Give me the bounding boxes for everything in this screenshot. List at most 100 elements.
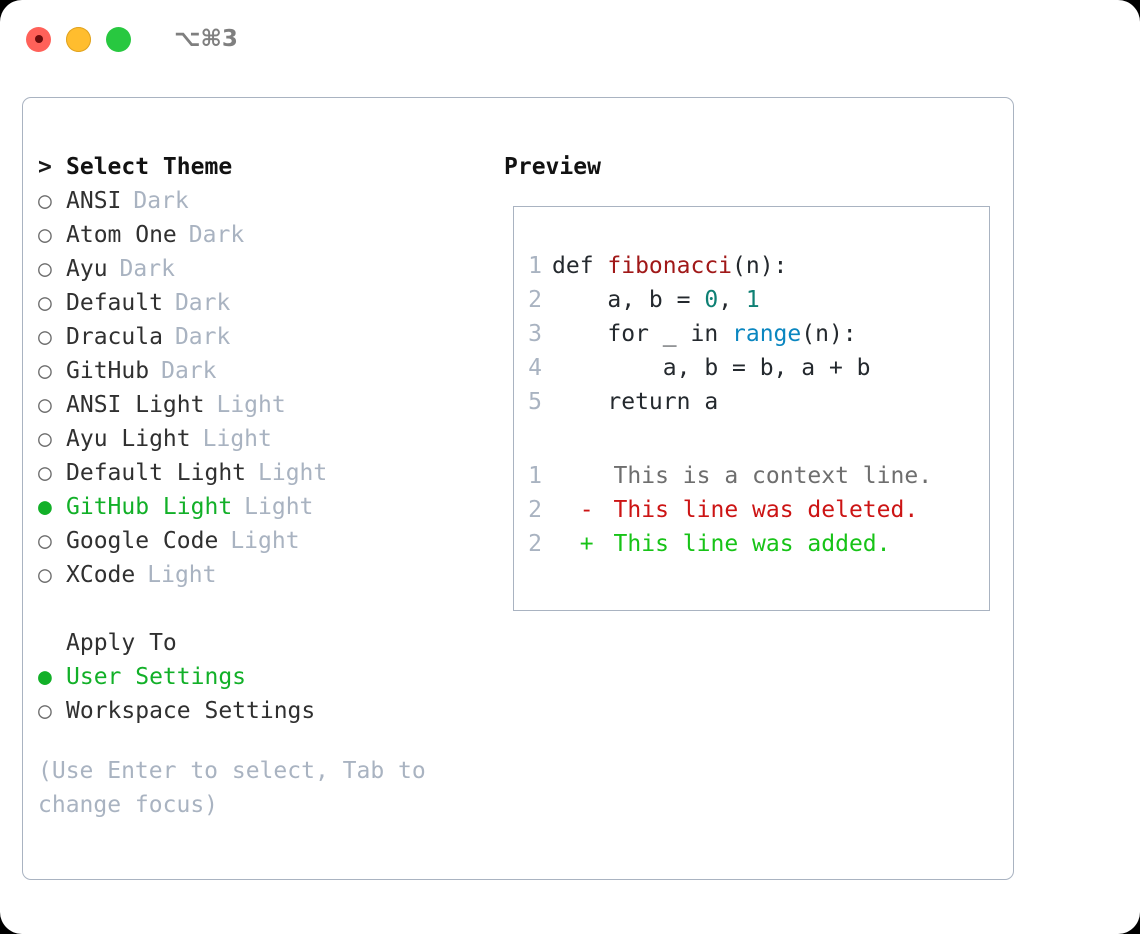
theme-name: Ayu Light <box>66 426 191 452</box>
close-window-button[interactable] <box>26 26 51 52</box>
apply-to-option-label: Workspace Settings <box>66 698 316 724</box>
diff-gutter-pad <box>552 493 580 527</box>
minimize-window-button[interactable] <box>66 26 91 52</box>
code-token: return a <box>607 389 719 415</box>
diff-line-text: This line was deleted. <box>599 497 919 523</box>
code-token: fibonacci <box>607 253 733 279</box>
radio-unselected-icon[interactable]: ○ <box>38 562 52 588</box>
theme-variant-tag: Dark <box>174 324 231 350</box>
apply-to-option[interactable]: ● User Settings <box>38 660 501 694</box>
code-token: (n): <box>732 253 788 279</box>
theme-list-item[interactable]: ○ Google Code Light <box>38 524 501 558</box>
radio-unselected-icon[interactable]: ○ <box>38 392 52 418</box>
theme-name: GitHub Light <box>66 494 233 520</box>
code-line-number: 5 <box>528 389 542 415</box>
diff-line: 1 This is a context line. <box>514 459 989 493</box>
code-diff-spacer <box>514 419 989 459</box>
radio-unselected-icon[interactable]: ○ <box>38 256 52 282</box>
code-line: 3 for _ in range(n): <box>514 317 989 351</box>
maximize-window-button[interactable] <box>106 26 131 52</box>
code-line: 5 return a <box>514 385 989 419</box>
theme-variant-tag: Light <box>258 460 328 486</box>
diff-line-number: 1 <box>528 463 542 489</box>
diff-gutter-pad <box>552 527 580 561</box>
diff-line-number: 2 <box>528 531 542 557</box>
window-titlebar: ⌥⌘3 <box>0 0 1140 78</box>
preview-title: Preview <box>504 154 601 180</box>
radio-selected-icon[interactable]: ● <box>38 664 52 690</box>
theme-variant-tag: Light <box>147 562 217 588</box>
radio-unselected-icon[interactable]: ○ <box>38 358 52 384</box>
diff-line-text: This line was added. <box>599 531 891 557</box>
code-line-number: 3 <box>528 321 542 347</box>
code-line-content: return a <box>552 385 718 419</box>
code-line-number: 2 <box>528 287 542 313</box>
apply-to-option[interactable]: ○ Workspace Settings <box>38 694 501 728</box>
theme-name: Default <box>66 290 163 316</box>
code-token: a, b = <box>607 287 705 313</box>
diff-marker-icon: + <box>579 531 594 557</box>
section-spacer <box>38 592 501 626</box>
apply-to-option-list: ● User Settings ○ Workspace Settings <box>38 660 501 728</box>
diff-line-text: This is a context line. <box>599 463 933 489</box>
radio-unselected-icon[interactable]: ○ <box>38 426 52 452</box>
diff-line: 2 - This line was deleted. <box>514 493 989 527</box>
theme-name: GitHub <box>66 358 150 384</box>
theme-list-item[interactable]: ○ ANSI Dark <box>38 184 501 218</box>
radio-unselected-icon[interactable]: ○ <box>38 290 52 316</box>
keyboard-hint-text: (Use Enter to select, Tab to change focu… <box>38 758 426 818</box>
code-token: range <box>732 321 802 347</box>
theme-name: ANSI <box>66 188 122 214</box>
radio-unselected-icon[interactable]: ○ <box>38 460 52 486</box>
keyboard-shortcut-label: ⌥⌘3 <box>174 25 238 52</box>
apply-to-header: ○ Apply To <box>38 626 501 660</box>
code-token: 0 <box>704 287 719 313</box>
code-line-content: for _ in range(n): <box>552 317 856 351</box>
diff-line-number: 2 <box>528 497 542 523</box>
theme-name: Atom One <box>66 222 177 248</box>
traffic-light-group <box>26 26 131 52</box>
theme-variant-tag: Light <box>202 426 272 452</box>
diff-marker-icon: - <box>579 497 594 523</box>
diff-sample: 1 This is a context line.2 - This line w… <box>514 459 989 561</box>
code-token: 1 <box>745 287 760 313</box>
theme-list-item[interactable]: ○ XCode Light <box>38 558 501 592</box>
code-token: , <box>718 287 746 313</box>
radio-unselected-icon[interactable]: ○ <box>38 222 52 248</box>
caret-icon: > <box>38 154 52 180</box>
code-token: a, b = b, a + b <box>662 355 871 381</box>
diff-gutter-pad <box>552 459 580 493</box>
radio-unselected-icon[interactable]: ○ <box>38 324 52 350</box>
theme-name: XCode <box>66 562 136 588</box>
theme-variant-tag: Dark <box>133 188 189 214</box>
radio-selected-icon[interactable]: ● <box>38 494 52 520</box>
code-line-content: a, b = 0, 1 <box>552 283 760 317</box>
code-line: 2 a, b = 0, 1 <box>514 283 989 317</box>
theme-name: Google Code <box>66 528 219 554</box>
theme-list-item[interactable]: ● GitHub Light Light <box>38 490 501 524</box>
radio-unselected-icon[interactable]: ○ <box>38 188 52 214</box>
apply-to-option-label: User Settings <box>66 664 247 690</box>
theme-list-item[interactable]: ○ GitHub Dark <box>38 354 501 388</box>
code-line-number: 1 <box>528 253 542 279</box>
select-theme-header: > Select Theme <box>38 150 501 184</box>
theme-variant-tag: Dark <box>161 358 217 384</box>
theme-variant-tag: Dark <box>119 256 175 282</box>
theme-variant-tag: Light <box>230 528 300 554</box>
theme-list-item[interactable]: ○ Ayu Light Light <box>38 422 501 456</box>
radio-unselected-icon[interactable]: ○ <box>38 698 52 724</box>
radio-unselected-icon[interactable]: ○ <box>38 528 52 554</box>
theme-variant-tag: Light <box>244 494 314 520</box>
